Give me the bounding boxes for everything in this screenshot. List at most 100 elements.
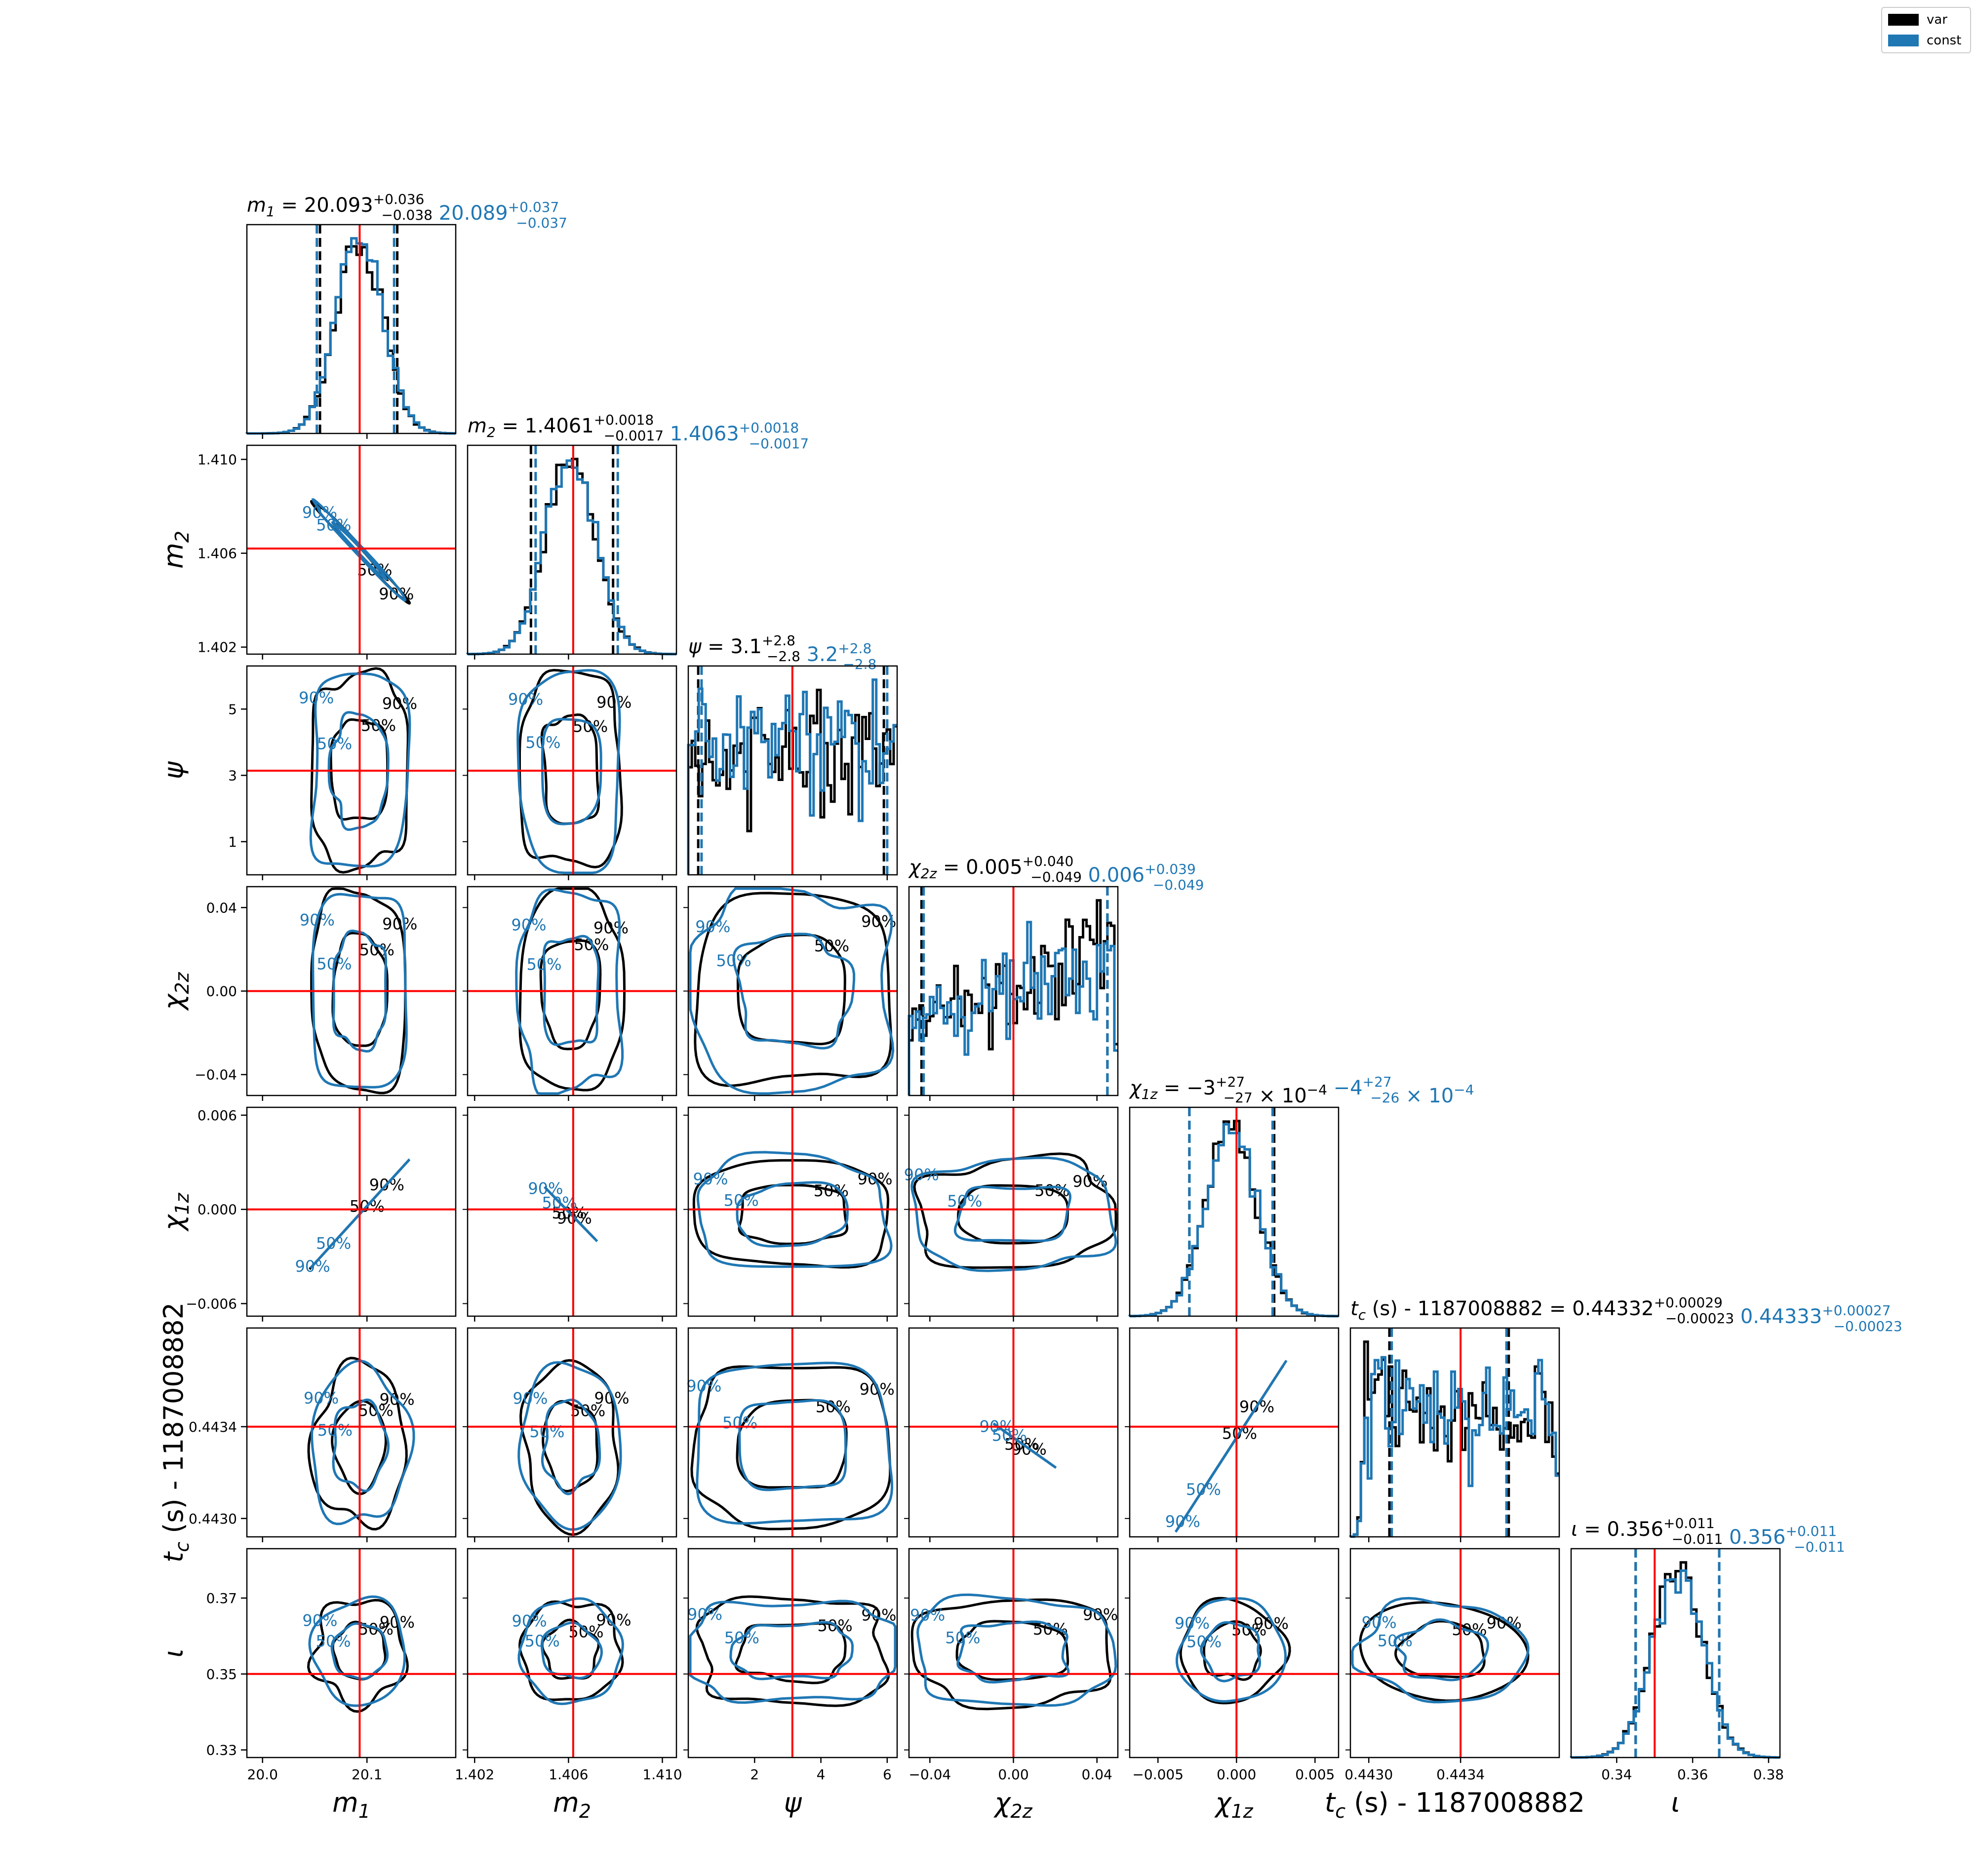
contour-label-const: 90% (512, 1612, 547, 1631)
x-tick-label-iota: 0.36 (1677, 1766, 1708, 1783)
x-tick-label-psi: 2 (750, 1766, 759, 1783)
panel-frame (467, 1327, 677, 1538)
x-axis-label-chi1z: χ1z (1214, 1787, 1253, 1822)
y-axis-label-iota: ι (158, 1648, 189, 1657)
contour-90pct-var (692, 1159, 890, 1269)
y-tick-label-tc: 0.4430 (189, 1511, 237, 1527)
panel-background (247, 1549, 456, 1758)
title-m1: m1 = 20.093+0.036−0.038 20.089+0.037−0.0… (247, 191, 567, 231)
panel-frame (1129, 1327, 1340, 1538)
contour-90pct-const (696, 1362, 894, 1525)
contour-label-const: 50% (526, 955, 561, 974)
panel-frame (246, 224, 457, 434)
contour-90pct-const (517, 1597, 624, 1705)
contour-50pct-const (736, 1181, 849, 1248)
y-tick-label-iota: 0.35 (206, 1666, 237, 1682)
marginal-panel-m2: m2 = 1.4061+0.0018−0.0017 1.4063+0.0018−… (466, 412, 809, 660)
contour-90pct-var (690, 1365, 892, 1530)
title-chi1z: χ1z = −3+27−27 × 10−4 −4+27−26 × 10−4 (1129, 1074, 1474, 1107)
panel-frame (467, 1106, 677, 1317)
y-axis-label-psi: ψ (158, 761, 189, 779)
panel-m2-psi: 90%50%90%50% (463, 665, 677, 880)
y-tick-label-chi2z: 0.00 (206, 983, 237, 1000)
contour-label-const: 90% (910, 1606, 945, 1625)
x-tick-label-m2: 1.402 (455, 1766, 494, 1783)
title-chi2z: χ2z = 0.005+0.040−0.049 0.006+0.039−0.04… (908, 853, 1204, 893)
panel-frame (467, 444, 677, 655)
legend-label-const: const (1927, 33, 1962, 48)
panel-frame (687, 1106, 898, 1317)
panel-psi-chi2z: 90%50%90%50% (683, 886, 898, 1101)
panel-m2-chi1z: 90%50%90%50% (463, 1106, 677, 1322)
contour-label-const: 90% (295, 1257, 330, 1276)
contour-label-const: 50% (716, 951, 751, 970)
panel-chi2z-tc: 90%50%90%50% (904, 1327, 1119, 1542)
contour-90pct-const (1351, 1597, 1530, 1704)
x-axis-label-m2: m2 (553, 1787, 591, 1822)
y-tick-label-iota: 0.33 (206, 1742, 237, 1759)
legend-swatch-const (1888, 35, 1919, 46)
contour-label-const: 50% (1378, 1632, 1413, 1650)
marginal-panel-m1: m1 = 20.093+0.036−0.038 20.089+0.037−0.0… (245, 191, 567, 439)
y-tick-label-m2: 1.406 (198, 546, 237, 562)
panel-background (468, 1107, 676, 1316)
marginal-panel-iota: ι = 0.356+0.011−0.011 0.356+0.011−0.0110… (1570, 1515, 1845, 1818)
contour-90pct-const (311, 498, 407, 602)
title-tc: tc (s) - 1187008882 = 0.44332+0.00029−0.… (1350, 1294, 1902, 1334)
panel-background (1130, 1328, 1339, 1537)
legend-item-const: const (1888, 32, 1961, 49)
contour-label-const: 50% (529, 1422, 564, 1441)
contour-90pct-const (1176, 1597, 1287, 1703)
marginal-panel-chi1z: χ1z = −3+27−27 × 10−4 −4+27−26 × 10−4 (1128, 1074, 1474, 1322)
contour-50pct-const (956, 1620, 1070, 1684)
x-tick-label-m2: 1.406 (549, 1766, 588, 1783)
y-tick-label-psi: 3 (228, 768, 237, 784)
contour-label-const: 50% (316, 515, 351, 534)
panel-frame (1129, 1106, 1340, 1317)
contour-label-const: 50% (992, 1426, 1027, 1445)
legend-item-var: var (1888, 11, 1947, 29)
x-axis-label-iota: ι (1671, 1787, 1680, 1818)
y-axis-label-tc: tc (s) - 1187008882 (158, 1302, 193, 1563)
legend-label-var: var (1927, 12, 1948, 27)
contour-label-var: 50% (1034, 1181, 1069, 1200)
panel-frame (1129, 1548, 1340, 1759)
contour-label-const: 50% (724, 1628, 759, 1647)
panel-chi1z-tc: 90%50%90%50% (1125, 1327, 1340, 1542)
contour-label-const: 90% (302, 1611, 337, 1630)
y-axis-label-chi2z: χ2z (158, 972, 193, 1011)
contour-label-const: 50% (317, 1421, 353, 1440)
panel-m2-tc: 90%50%90%50% (463, 1327, 677, 1542)
contour-label-const: 50% (1186, 1480, 1221, 1499)
x-tick-label-m1: 20.0 (247, 1766, 278, 1783)
x-tick-label-chi1z: 0.000 (1217, 1766, 1256, 1783)
contour-label-const: 50% (317, 734, 352, 753)
legend-swatch-var (1888, 14, 1919, 26)
x-tick-label-chi2z: 0.04 (1082, 1766, 1112, 1783)
contour-label-const: 90% (299, 689, 334, 707)
contour-90pct-var (307, 1599, 409, 1713)
panel-background (468, 1549, 676, 1758)
contour-90pct-const (910, 1156, 1117, 1272)
x-axis-label-tc: tc (s) - 1187008882 (1325, 1787, 1585, 1822)
contour-label-const: 90% (686, 1377, 721, 1396)
contour-90pct-const (696, 1151, 893, 1268)
contour-50pct-const (556, 1199, 585, 1228)
histogram-const-iota (1570, 1569, 1780, 1759)
y-axis-label-m2: m2 (158, 531, 193, 569)
panel-frame (1349, 1548, 1560, 1759)
contour-label-const: 90% (687, 1605, 722, 1624)
panel-background (1350, 1549, 1559, 1758)
contour-label-const: 90% (695, 917, 730, 936)
contour-50pct-const (738, 1399, 847, 1491)
panel-frame (246, 1327, 457, 1538)
contour-label-const: 50% (947, 1192, 982, 1211)
contour-90pct-const (308, 1595, 406, 1707)
y-tick-label-chi1z: 0.000 (198, 1202, 237, 1218)
